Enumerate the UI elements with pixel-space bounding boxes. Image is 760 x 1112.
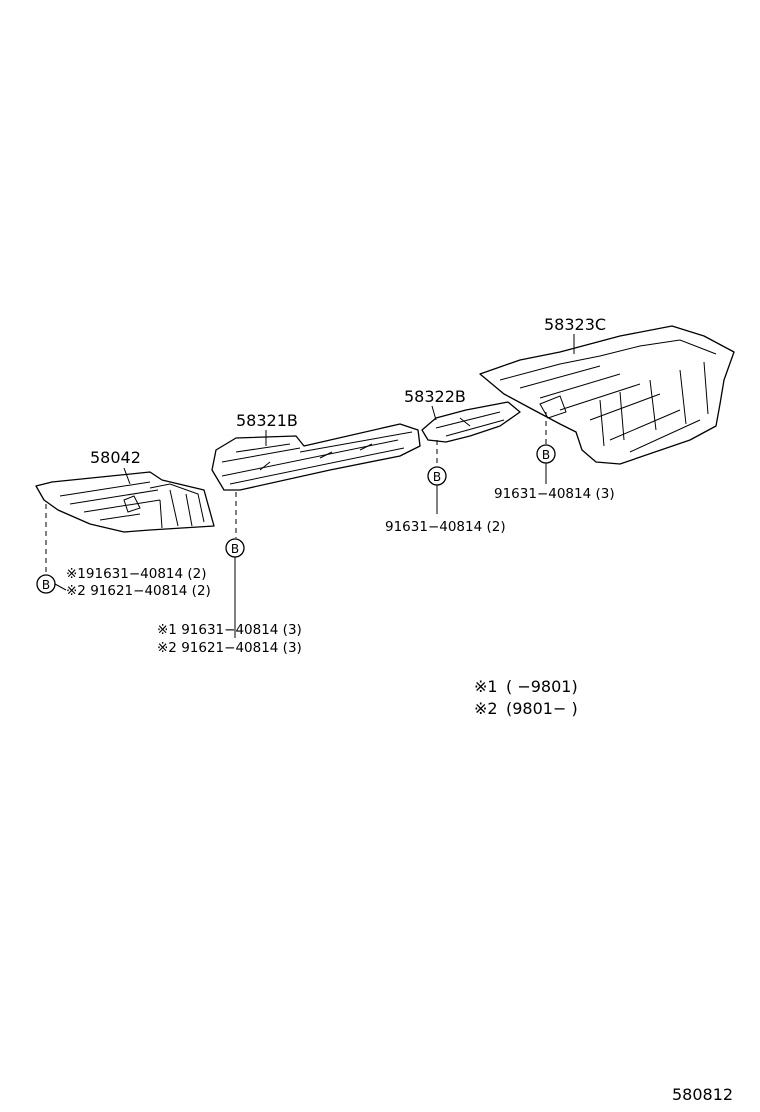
leader-left-callout	[54, 583, 67, 591]
leader-58322B	[431, 405, 437, 421]
callout-center-1: ※1 91631−40814 (3)	[157, 622, 302, 638]
svg-text:B: B	[231, 542, 239, 556]
figure-code: 580812	[672, 1085, 733, 1104]
callout-right: 91631−40814 (3)	[494, 486, 615, 502]
callout-left-2: ※2 91621−40814 (2)	[66, 583, 211, 599]
part-label-58323C: 58323C	[544, 315, 606, 334]
callout-mid: 91631−40814 (2)	[385, 519, 506, 535]
part-58322B-drawing	[421, 401, 521, 443]
part-58042-drawing	[35, 471, 215, 533]
bolt-marker-right: B	[536, 444, 556, 464]
callout-left-1: ※191631−40814 (2)	[66, 566, 207, 582]
svg-text:B: B	[542, 448, 550, 462]
svg-text:B: B	[42, 578, 50, 592]
bolt-marker-left: B	[36, 574, 56, 594]
note-2-mark: ※2	[474, 699, 498, 718]
note-2-text: (9801− )	[506, 699, 578, 718]
note-1-text: ( −9801)	[506, 677, 578, 696]
part-label-58042: 58042	[90, 448, 141, 467]
svg-text:B: B	[433, 470, 441, 484]
leader-58042	[123, 467, 131, 485]
bolt-marker-mid: B	[427, 466, 447, 486]
part-label-58322B: 58322B	[404, 387, 466, 406]
callout-center-2: ※2 91621−40814 (3)	[157, 640, 302, 656]
part-label-58321B: 58321B	[236, 411, 298, 430]
part-58321B-drawing	[211, 423, 421, 491]
bolt-marker-center: B	[225, 538, 245, 558]
part-58323C-drawing	[479, 325, 735, 465]
note-1-mark: ※1	[474, 677, 498, 696]
